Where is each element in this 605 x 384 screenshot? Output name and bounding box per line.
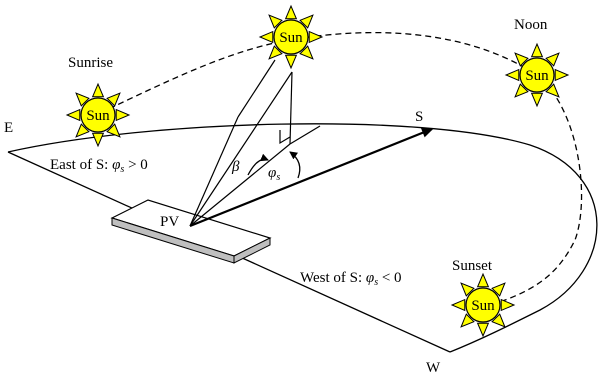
sun-ray: [284, 54, 298, 70]
sun-ray: [491, 313, 506, 328]
sun-ray: [476, 322, 490, 338]
phi-s-label: φs: [268, 165, 280, 183]
sun-ray: [450, 298, 466, 312]
phi-arc: [289, 151, 301, 179]
noon-label: Noon: [514, 17, 548, 33]
sun-label: Sun: [525, 68, 549, 84]
sun-label: Sun: [471, 298, 495, 314]
east-of-south-annotation: East of S: φs > 0: [50, 157, 148, 175]
sun-noon-icon: Sun: [504, 42, 570, 108]
sun-label: Sun: [86, 108, 110, 124]
sun-label: Sun: [279, 30, 303, 46]
sun-ray: [460, 282, 475, 297]
sun-ray: [268, 14, 283, 29]
sunrise-label: Sunrise: [68, 55, 113, 71]
sun-ray: [115, 108, 131, 122]
sun-ray: [530, 42, 544, 58]
sun-triangle: [189, 59, 321, 227]
sun-ray: [91, 132, 105, 148]
sun-ray: [65, 108, 81, 122]
beta-arc: [247, 153, 269, 176]
sunset-label: Sunset: [452, 258, 493, 274]
sun-ray: [514, 52, 529, 67]
beta-label: β: [231, 159, 240, 175]
horizon-curve: [7, 123, 598, 353]
sun-ray: [308, 30, 324, 44]
south-label: S: [415, 109, 423, 125]
sun-ray: [545, 83, 560, 98]
sun-ray: [75, 92, 90, 107]
sun-ray: [91, 82, 105, 98]
phi-subscript: s: [276, 172, 280, 183]
sun-ray: [299, 14, 314, 29]
sun-ray: [75, 123, 90, 138]
sun-ray: [460, 313, 475, 328]
sun-ray: [299, 45, 314, 60]
pv-label: PV: [160, 214, 179, 230]
sun-ray: [106, 92, 121, 107]
sun-ray: [504, 68, 520, 82]
sun-ray: [491, 282, 506, 297]
sun-sunset-icon: Sun: [450, 272, 516, 338]
sun-ray: [258, 30, 274, 44]
south-arrow: [189, 127, 434, 228]
pv-panel: [110, 199, 272, 264]
sun-ray: [500, 298, 516, 312]
sun-ray: [106, 123, 121, 138]
sun-top-icon: Sun: [258, 4, 324, 70]
sun-ray: [530, 92, 544, 108]
west-label: W: [426, 360, 441, 376]
svg-text:φs: φs: [268, 165, 280, 183]
sun-ray: [554, 68, 570, 82]
sun-ray: [514, 83, 529, 98]
sun-sunrise-icon: Sun: [65, 82, 131, 148]
east-label: E: [4, 120, 13, 136]
west-of-south-annotation: West of S: φs < 0: [300, 270, 402, 288]
sun-ray: [545, 52, 560, 67]
sun-ray: [284, 4, 298, 20]
sun-ray: [476, 272, 490, 288]
sun-ray: [268, 45, 283, 60]
phi-symbol: φ: [268, 165, 276, 181]
